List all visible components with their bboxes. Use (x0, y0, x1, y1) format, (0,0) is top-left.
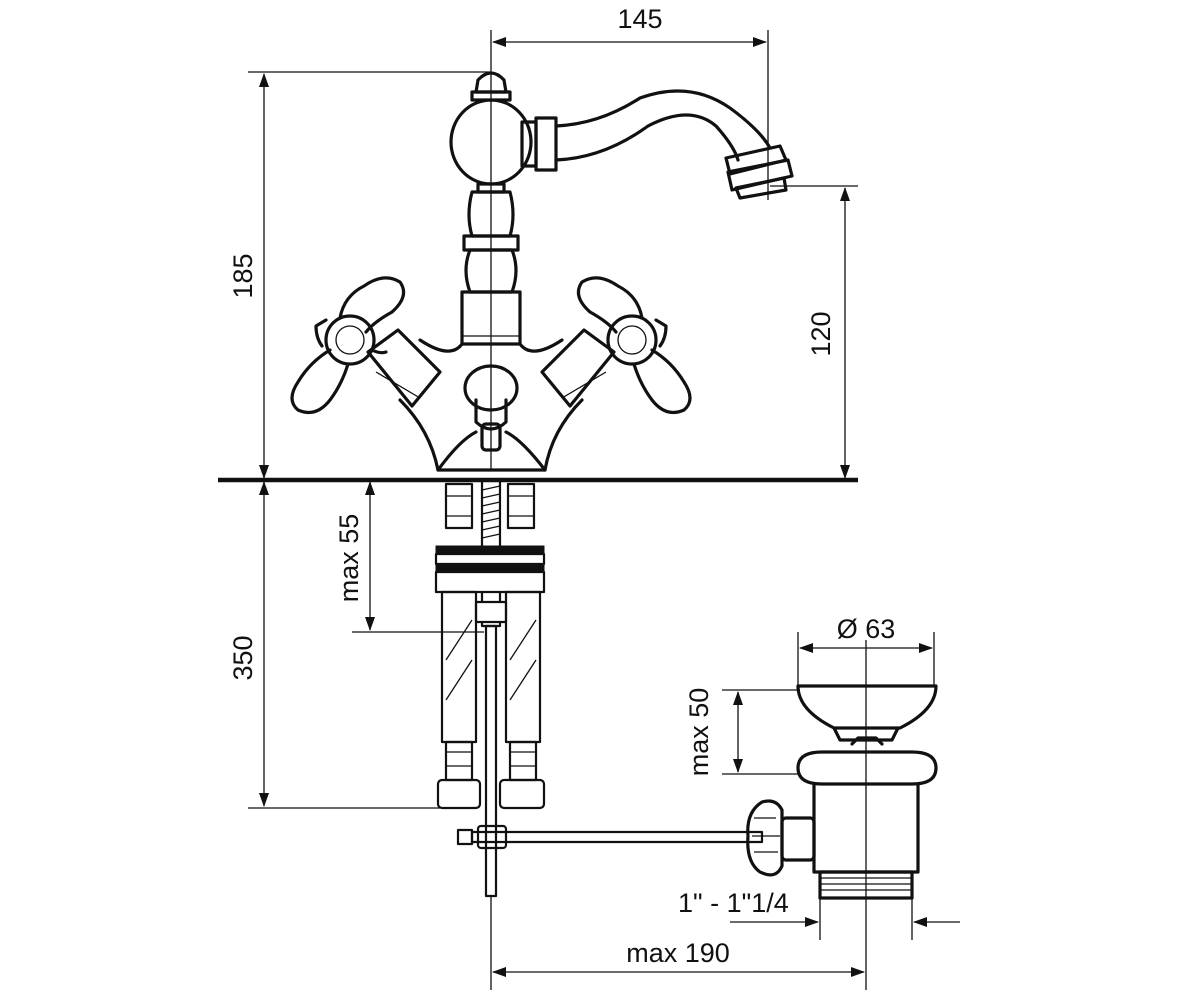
dim-spout-height: 120 (806, 311, 836, 356)
left-cross-handle (290, 276, 442, 414)
dim-waste-rod-max: max 190 (626, 938, 730, 968)
dim-waste-thread: 1" - 1"1/4 (678, 888, 789, 918)
dim-hose-length: 350 (228, 635, 258, 680)
dim-waste-diameter: Ø 63 (837, 614, 896, 644)
dimension-lines (248, 30, 960, 977)
faucet-assembly (290, 71, 794, 472)
dim-waste-max-height: max 50 (684, 688, 714, 777)
under-deck-assembly (434, 478, 764, 898)
pop-up-waste (746, 684, 938, 900)
center-lines (490, 30, 867, 990)
dim-total-height: 185 (228, 253, 258, 298)
dim-max-deck-thickness: max 55 (334, 514, 364, 603)
dim-spout-reach: 145 (617, 4, 662, 34)
right-cross-handle (540, 276, 692, 414)
